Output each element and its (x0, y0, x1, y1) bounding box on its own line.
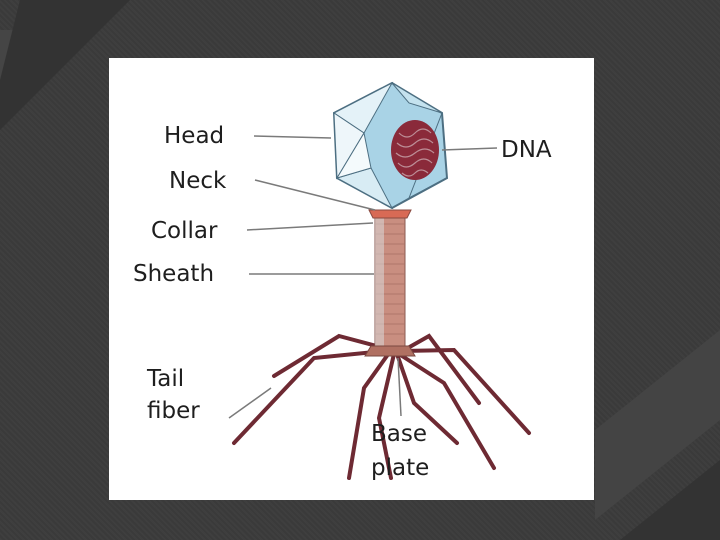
tail-fibers (232, 333, 531, 480)
head-label: Head (164, 123, 224, 149)
base-plate-label-line2: plate (371, 455, 429, 481)
collar-leader (246, 222, 374, 231)
collar-label: Collar (151, 218, 218, 244)
dna-coil (391, 120, 439, 180)
collar (368, 209, 412, 219)
sheath (374, 215, 406, 349)
neck-leader (254, 179, 376, 211)
tail-fiber-label-line1: Tail (146, 366, 184, 392)
corner-shape-bottom-right (620, 460, 720, 540)
diagram-panel: Head Neck Collar Sheath Tail fiber DNA B… (109, 58, 594, 500)
tail-fiber-leader (228, 387, 272, 419)
tail-fiber-label-line2: fiber (147, 398, 200, 424)
diagonal-band-top-left (0, 0, 130, 130)
base-plate-label-line1: Base (371, 421, 427, 447)
dna-label: DNA (501, 137, 552, 163)
leader-lines (228, 135, 498, 419)
head-leader (253, 135, 332, 139)
neck-label: Neck (169, 168, 227, 194)
diagonal-band-bottom-right (595, 330, 720, 520)
sheath-label: Sheath (133, 261, 214, 287)
dna-leader (441, 147, 498, 151)
base-plate-leader (397, 357, 402, 417)
base-plate (364, 345, 416, 357)
bacteriophage-diagram: Head Neck Collar Sheath Tail fiber DNA B… (133, 81, 552, 481)
